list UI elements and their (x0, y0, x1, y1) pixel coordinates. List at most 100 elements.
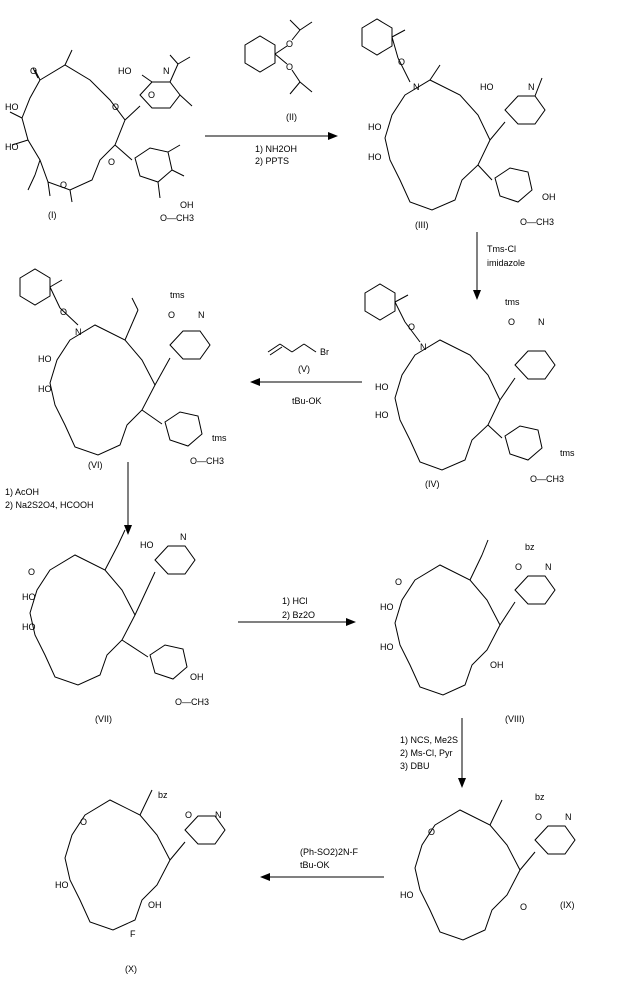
step-s2-line1: Tms-Cl (487, 244, 516, 254)
atom-N: N (215, 810, 222, 820)
reagent-II-structure: O O (244, 19, 313, 95)
atom-HO: HO (5, 102, 19, 112)
step-s6-line2: 2) Ms-Cl, Pyr (400, 748, 453, 758)
atom-N: N (538, 317, 545, 327)
atom-HO: HO (118, 66, 132, 76)
atom-HO: HO (480, 82, 494, 92)
atom-O: O (148, 90, 155, 100)
compound-label-IX: (IX) (560, 900, 575, 910)
step-s4-line2: 2) Na2S2O4, HCOOH (5, 500, 94, 510)
compound-X-structure: O bz O N HO OH F (55, 789, 226, 939)
arrow-IV-to-VI (250, 378, 362, 386)
compound-IV-structure: O N tms O N HO HO tms O—CH3 (364, 283, 575, 484)
atom-Br: Br (320, 347, 329, 357)
atom-HO: HO (5, 142, 19, 152)
atom-O: O (28, 567, 35, 577)
atom-HO: HO (38, 354, 52, 364)
compound-III-structure: O N HO N HO HO OH O—CH3 (361, 18, 556, 227)
atom-HO: HO (375, 410, 389, 420)
atom-OH: OH (190, 672, 204, 682)
reagent-V-structure: Br (267, 343, 329, 357)
atom-N: N (180, 532, 187, 542)
atom-O: O (286, 62, 293, 72)
atom-O: O (520, 902, 527, 912)
atom-N: N (413, 82, 420, 92)
compound-label-II: (II) (286, 112, 297, 122)
atom-O: O (286, 39, 293, 49)
compound-label-VIII: (VIII) (505, 714, 525, 724)
atom-tms: tms (505, 297, 520, 307)
step-s4-line1: 1) AcOH (5, 487, 39, 497)
atom-OCH3: O—CH3 (530, 474, 564, 484)
atom-N: N (163, 66, 170, 76)
atom-tms: tms (170, 290, 185, 300)
atom-HO: HO (22, 592, 36, 602)
step-s7-line1: (Ph-SO2)2N-F (300, 847, 359, 857)
compound-VI-structure: O N tms O N HO HO tms O—CH3 (19, 268, 227, 466)
atom-bz: bz (525, 542, 535, 552)
atom-tms: tms (212, 433, 227, 443)
atom-HO: HO (368, 152, 382, 162)
atom-OH: OH (490, 660, 504, 670)
compound-label-V: (V) (298, 364, 310, 374)
atom-O: O (508, 317, 515, 327)
step-s1-line1: 1) NH2OH (255, 144, 297, 154)
step-s6-line3: 3) DBU (400, 761, 430, 771)
atom-O: O (408, 322, 415, 332)
atom-OCH3: O—CH3 (520, 217, 554, 227)
atom-N: N (545, 562, 552, 572)
atom-O: O (60, 180, 67, 190)
atom-OH: OH (148, 900, 162, 910)
atom-O: O (30, 66, 37, 76)
arrow-VI-to-VII (124, 462, 132, 535)
compound-label-VII: (VII) (95, 714, 112, 724)
atom-O: O (60, 307, 67, 317)
atom-HO: HO (375, 382, 389, 392)
atom-OCH3: O—CH3 (160, 213, 194, 223)
arrow-I-to-III (205, 132, 338, 140)
step-s7-line2: tBu-OK (300, 860, 330, 870)
compound-I-structure: O HO N O O HO HO O O OH O—CH3 (5, 49, 194, 223)
compound-VIII-structure: O bz O N HO HO OH (380, 539, 556, 696)
step-s2-line2: imidazole (487, 258, 525, 268)
atom-N: N (75, 327, 82, 337)
step-s5-line2: 2) Bz2O (282, 610, 315, 620)
atom-OH: OH (542, 192, 556, 202)
arrow-VIII-to-IX (458, 718, 466, 788)
atom-N: N (420, 342, 427, 352)
atom-OCH3: O—CH3 (190, 456, 224, 466)
atom-O: O (108, 157, 115, 167)
step-s6-line1: 1) NCS, Me2S (400, 735, 458, 745)
atom-N: N (565, 812, 572, 822)
atom-HO: HO (38, 384, 52, 394)
atom-N: N (198, 310, 205, 320)
atom-O: O (185, 810, 192, 820)
atom-HO: HO (140, 540, 154, 550)
step-s5-line1: 1) HCl (282, 596, 308, 606)
step-s3-line1: tBu-OK (292, 396, 322, 406)
atom-O: O (112, 102, 119, 112)
atom-bz: bz (158, 790, 168, 800)
atom-HO: HO (400, 890, 414, 900)
atom-O: O (80, 817, 87, 827)
arrow-III-to-IV (473, 232, 481, 300)
atom-O: O (515, 562, 522, 572)
arrow-VII-to-VIII (238, 618, 356, 626)
atom-O: O (428, 827, 435, 837)
compound-label-IV: (IV) (425, 479, 440, 489)
atom-tms: tms (560, 448, 575, 458)
atom-F: F (130, 929, 136, 939)
compound-label-VI: (VI) (88, 460, 103, 470)
atom-O: O (535, 812, 542, 822)
atom-OCH3: O—CH3 (175, 697, 209, 707)
atom-O: O (395, 577, 402, 587)
atom-HO: HO (380, 602, 394, 612)
compound-label-X: (X) (125, 964, 137, 974)
atom-O: O (398, 57, 405, 67)
compound-IX-structure: O bz O N HO O (400, 792, 576, 941)
arrow-IX-to-X (260, 873, 384, 881)
atom-HO: HO (55, 880, 69, 890)
atom-N: N (528, 82, 535, 92)
atom-HO: HO (22, 622, 36, 632)
